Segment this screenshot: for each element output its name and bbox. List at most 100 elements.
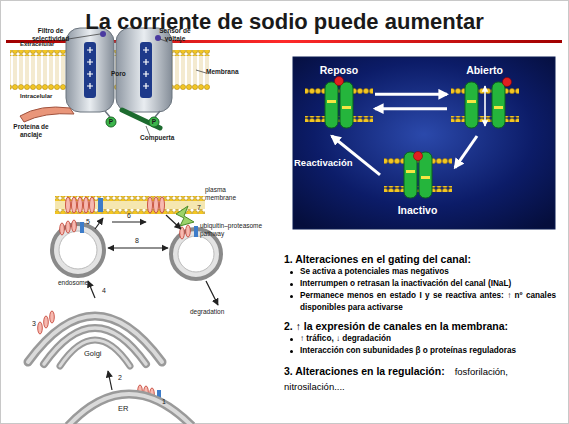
bullet-dot: [290, 338, 293, 341]
part-label: Extracelular: [20, 41, 70, 48]
alpha-subunit: [38, 220, 191, 400]
sensor-bar: [327, 100, 336, 103]
channel-illustration: [10, 28, 210, 136]
bullet-dot: [290, 295, 293, 298]
list-heading-text: 3. Alteraciones en la regulación:: [284, 365, 445, 377]
part-label: plasma membrane: [205, 186, 245, 201]
callout-number: P: [107, 118, 115, 126]
bullet-item: Se activa a potenciales mas negativos: [284, 266, 556, 278]
channel-icon: [382, 146, 454, 204]
callout-number: P: [150, 118, 158, 126]
transition-arrow: [375, 93, 447, 96]
channel-holder: [303, 76, 375, 134]
callout-number: 3: [30, 320, 38, 328]
bullet-dot: [290, 283, 293, 286]
traffic-arrows: [88, 215, 218, 390]
part-label: Golgi: [84, 350, 114, 359]
transition-arrow: [332, 136, 380, 175]
edge-label: Reactivación: [294, 157, 353, 168]
callout-number: ER: [118, 405, 138, 414]
channel-lobe: [66, 28, 114, 112]
callout-number: 6: [125, 212, 133, 220]
bullet-text: Permanece menos en estado I y se reactiv…: [300, 291, 556, 312]
phospho-circle: [149, 117, 159, 127]
callout-number: 1: [160, 398, 168, 406]
bullet-item: Interacción con subunidades β o proteína…: [284, 345, 556, 357]
bullet-text: Interrumpen o retrasan la inactivación d…: [300, 279, 511, 288]
bullet-dot: [290, 271, 293, 274]
bullet-text: Interacción con subunidades β o proteína…: [300, 346, 516, 355]
channel-holder: [382, 146, 454, 204]
state-node: Inactivo: [380, 146, 455, 218]
part-label: Sensor de voltaje: [156, 27, 194, 42]
endosome-vesicle: [52, 224, 104, 276]
ion-flow-arrow: [484, 86, 486, 126]
callout-number: 8: [133, 237, 141, 245]
beta-subunit: [80, 222, 84, 233]
state-node: Abierto: [447, 64, 522, 136]
golgi-cisterna: [44, 328, 146, 364]
channel-subunit: [325, 82, 338, 128]
inactivation-ball: [413, 152, 422, 161]
leader-line: [62, 34, 206, 136]
part-label: degradation: [190, 308, 240, 316]
er-membrane: [68, 394, 192, 424]
lipid-heads: [384, 186, 452, 192]
text-block: 1. Alteraciones en el gating del canal:S…: [284, 253, 556, 393]
state-panel: [293, 57, 555, 229]
state-label: Inactivo: [398, 204, 438, 216]
filter-residue: [155, 35, 161, 41]
vesicle-lumen: [178, 236, 214, 272]
sensor-bar: [406, 170, 415, 173]
channel-subunit: [492, 82, 505, 128]
part-label: Membrana: [206, 68, 251, 76]
sensor-bar: [494, 106, 503, 109]
lipid-heads: [305, 88, 373, 94]
beta-subunit: [98, 198, 103, 212]
golgi-cisterna: [60, 340, 130, 366]
channel-subunit: [465, 82, 478, 128]
alpha-subunit: [66, 197, 165, 213]
golgi-cisterna: [60, 340, 130, 366]
list-heading: 1. Alteraciones en el gating del canal:: [284, 253, 556, 266]
part-label: Poro: [111, 70, 131, 78]
beta-subunit: [194, 226, 198, 237]
part-label: Filtro de selectividad: [28, 27, 73, 42]
transition-arrow: [375, 107, 447, 110]
anchor-protein: [20, 107, 74, 122]
part-label: Intracelular: [20, 93, 70, 100]
callout-number: 4: [100, 287, 108, 295]
part-label: Compuerta: [140, 134, 180, 142]
bullet-item: Permanece menos en estado I y se reactiv…: [284, 290, 556, 314]
part-label: endosome: [58, 279, 103, 287]
lipid-heads: [305, 116, 373, 122]
sensor-bar: [342, 106, 351, 109]
channel-icon: [449, 76, 521, 134]
state-label: Reposo: [320, 64, 359, 76]
golgi-cisterna: [44, 328, 146, 364]
gate-bar: [122, 110, 160, 128]
inactivation-ball: [502, 78, 511, 87]
channel-holder: [449, 76, 521, 134]
charge-signs: [87, 47, 149, 89]
transition-arrow: [455, 136, 477, 168]
bullet-dot: [290, 350, 293, 353]
bullet-text: ↑ tráfico, ↓ degradación: [300, 334, 391, 343]
endosome-lumen: [59, 231, 97, 269]
state-node: Reposo: [303, 64, 375, 136]
sensor-bar: [421, 176, 430, 179]
list-heading: 2. ↑ la expresión de canales en la membr…: [284, 320, 556, 333]
callout-number: 2: [116, 374, 124, 382]
sensor-bar: [467, 100, 476, 103]
slide-title: La corriente de sodio puede aumentar: [0, 9, 569, 35]
callout-number: 7: [195, 204, 203, 212]
inactivation-ball: [335, 77, 344, 86]
bullet-item: Interrumpen o retrasan la inactivación d…: [284, 278, 556, 290]
channel-subunit: [340, 82, 353, 128]
part-label: ubiquitin–proteasome pathway: [200, 222, 272, 237]
state-label: Abierto: [466, 64, 503, 76]
